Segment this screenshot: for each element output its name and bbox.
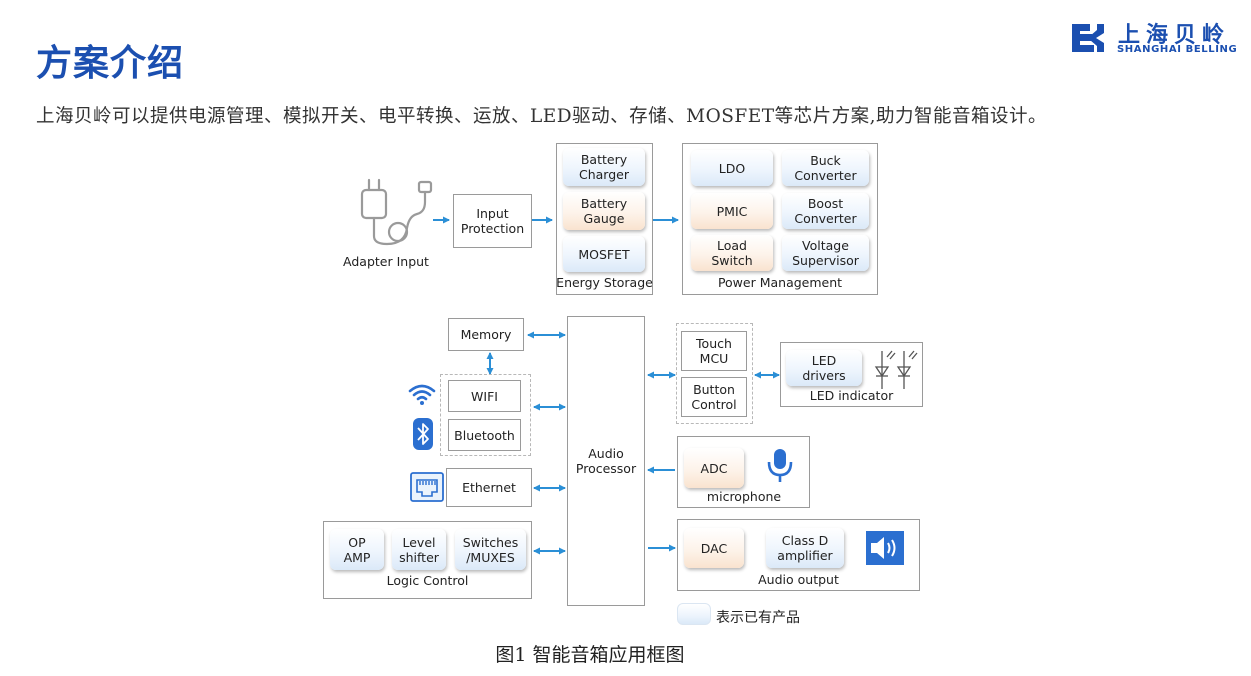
ethernet-port-icon <box>410 472 444 502</box>
energy-storage-label: Energy Storage <box>556 275 653 290</box>
buck-converter-box: Buck Converter <box>782 150 869 186</box>
microphone-icon <box>767 449 793 482</box>
op-amp-box: OP AMP <box>330 529 384 570</box>
bluetooth-icon <box>413 418 433 450</box>
ldo-box: LDO <box>691 150 773 186</box>
battery-charger-box: Battery Charger <box>563 148 645 186</box>
boost-converter-box: Boost Converter <box>782 193 869 229</box>
memory-box: Memory <box>448 318 524 351</box>
led-indicator-label: LED indicator <box>809 388 894 403</box>
logo <box>1070 20 1230 60</box>
logo-mark-icon <box>1072 24 1104 52</box>
legend-swatch <box>677 603 711 625</box>
logo-text-cn: 上海贝岭 <box>1118 23 1231 48</box>
pmic-box: PMIC <box>691 193 773 229</box>
page-title: 方案介绍 <box>36 43 185 84</box>
microphone-label: microphone <box>706 489 782 504</box>
class-d-amplifier-box: Class D amplifier <box>766 528 844 568</box>
load-switch-box: Load Switch <box>691 235 773 271</box>
led-diode-icon <box>874 350 918 389</box>
logo-text-en: SHANGHAI BELLING <box>1117 44 1238 55</box>
adapter-input-label: Adapter Input <box>343 254 429 269</box>
bluetooth-box: Bluetooth <box>448 419 521 451</box>
voltage-supervisor-box: Voltage Supervisor <box>782 235 869 271</box>
audio-output-label: Audio output <box>758 572 839 587</box>
dac-box: DAC <box>684 528 744 568</box>
battery-gauge-box: Battery Gauge <box>563 192 645 230</box>
wifi-icon <box>408 384 436 405</box>
ethernet-box: Ethernet <box>446 468 532 507</box>
wifi-box: WIFI <box>448 380 521 412</box>
input-protection-box: Input Protection <box>453 194 532 248</box>
mosfet-box: MOSFET <box>563 236 645 272</box>
touch-mcu-box: Touch MCU <box>681 331 747 371</box>
logic-control-label: Logic Control <box>386 573 469 588</box>
legend-label: 表示已有产品 <box>716 610 800 626</box>
control-group <box>676 323 753 424</box>
adc-box: ADC <box>684 448 744 488</box>
switches-muxes-box: Switches /MUXES <box>455 529 526 570</box>
button-control-box: Button Control <box>681 377 747 417</box>
intro-text: 上海贝岭可以提供电源管理、模拟开关、电平转换、运放、LED驱动、存储、MOSFE… <box>36 106 1047 127</box>
adapter-plug-icon <box>360 178 433 246</box>
audio-processor-box: Audio Processor <box>567 316 645 606</box>
level-shifter-box: Level shifter <box>392 529 446 570</box>
figure-caption: 图1 智能音箱应用框图 <box>495 644 685 666</box>
wireless-group <box>440 374 531 456</box>
speaker-icon <box>866 531 904 565</box>
power-management-label: Power Management <box>717 275 843 290</box>
led-drivers-box: LED drivers <box>786 350 862 386</box>
